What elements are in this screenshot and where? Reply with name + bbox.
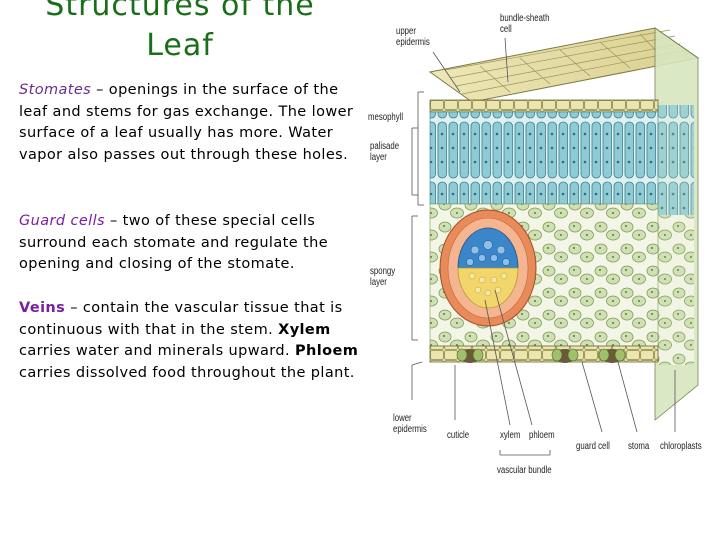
label-bundle-sheath-cell: bundle-sheath cell bbox=[500, 13, 550, 35]
stomates-term: Stomates bbox=[19, 82, 92, 98]
title-line-1: Structures of the bbox=[45, 0, 315, 23]
guard-cells-term: Guard cells bbox=[19, 213, 105, 229]
label-palisade-layer: palisade layer bbox=[370, 141, 400, 163]
veins-term: Veins bbox=[19, 300, 66, 316]
label-chloroplasts: chloroplasts bbox=[660, 441, 702, 452]
label-guard-cell: guard cell bbox=[576, 441, 610, 452]
stoma-openings bbox=[456, 348, 626, 363]
label-leaders bbox=[411, 37, 676, 456]
label-cuticle: cuticle bbox=[447, 430, 470, 441]
veins-text-3: carries dissolved food throughout the pl… bbox=[19, 365, 355, 382]
title-line-2: Leaf bbox=[146, 28, 214, 63]
label-stoma: stoma bbox=[628, 441, 650, 452]
label-xylem: xylem bbox=[500, 430, 521, 441]
vascular-bundle bbox=[439, 209, 537, 327]
phloem-term: Phloem bbox=[295, 343, 359, 360]
leaf-cross-section-diagram bbox=[411, 27, 700, 456]
label-phloem: phloem bbox=[529, 430, 555, 441]
label-upper-epidermis: upper epidermis bbox=[396, 26, 430, 48]
veins-paragraph: Veins – contain the vascular tissue that… bbox=[19, 298, 359, 385]
label-vascular-bundle: vascular bundle bbox=[497, 465, 552, 476]
label-mesophyll: mesophyll bbox=[368, 112, 404, 123]
veins-text-1: – contain the vascular tissue that is co… bbox=[19, 300, 343, 338]
guard-cells-text: – two of these special cells surround ea… bbox=[19, 213, 329, 273]
upper-epidermis bbox=[429, 99, 659, 113]
stomates-text: – openings in the surface of the leaf an… bbox=[19, 82, 354, 164]
veins-text-2: carries water and minerals upward. bbox=[19, 343, 296, 360]
xylem-term: Xylem bbox=[278, 321, 331, 338]
label-lower-epidermis: lower epidermis bbox=[393, 413, 427, 435]
palisade-layer bbox=[429, 111, 659, 205]
label-spongy-layer: spongy layer bbox=[370, 266, 396, 288]
stomates-paragraph: Stomates – openings in the surface of th… bbox=[19, 80, 359, 167]
guard-cells-paragraph: Guard cells – two of these special cells… bbox=[19, 211, 359, 276]
page-title: Structures of the Leaf bbox=[0, 0, 360, 66]
